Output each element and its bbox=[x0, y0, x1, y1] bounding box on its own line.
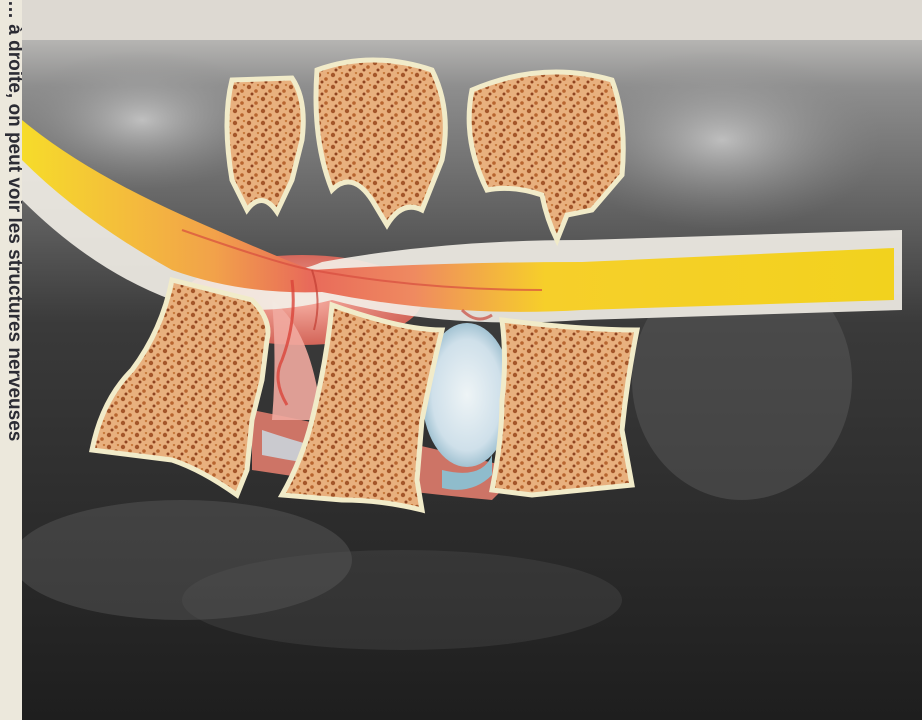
spine-illustration bbox=[22, 0, 922, 720]
mri-scan-image bbox=[22, 0, 922, 720]
vertebra-lower-right bbox=[492, 320, 637, 495]
